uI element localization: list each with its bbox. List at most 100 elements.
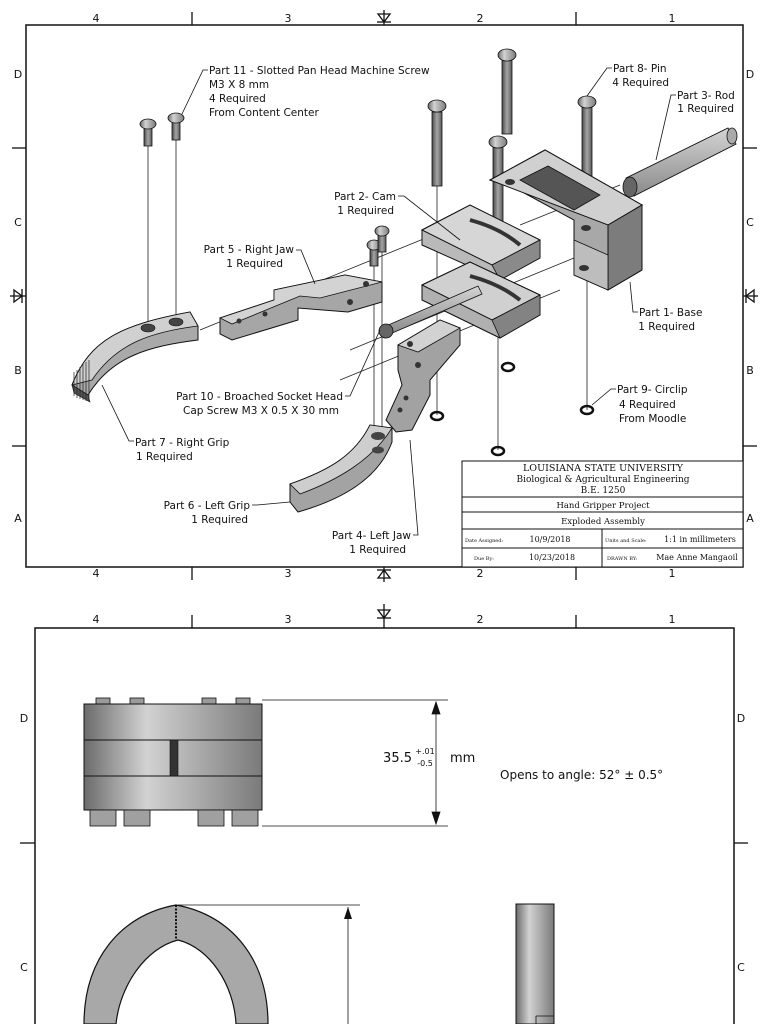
zone-top-2: 2: [477, 12, 484, 25]
sheet-detail-views: 4 3 2 1 D C D C: [20, 604, 748, 1024]
part6-left-grip: [289, 424, 393, 513]
dimension-tol-plus: +.01: [415, 747, 434, 756]
callout-part11-line3: 4 Required: [209, 93, 266, 105]
callout-part10: Part 10 - Broached Socket Head Cap Screw…: [176, 391, 343, 417]
grip-top-view: [83, 904, 360, 1024]
part7-right-grip: [71, 311, 199, 403]
callout-part9-line3: From Moodle: [619, 413, 686, 425]
callout-part11-line2: M3 X 8 mm: [209, 79, 269, 91]
callout-part4-line2: 1 Required: [349, 544, 406, 556]
sheet2-zone-labels: 4 3 2 1 D C D C: [20, 613, 745, 974]
callout-part6-line2: 1 Required: [191, 514, 248, 526]
part10-cap-screw: [378, 285, 483, 339]
sheet1-zone-labels: 4 3 2 1 4 3 2 1 D C B A D C B A: [14, 12, 754, 580]
callout-part1-line1: Part 1- Base: [639, 307, 702, 319]
tb-department: Biological & Agricultural Engineering: [516, 475, 689, 485]
s2-zone-top-3: 3: [285, 613, 292, 626]
callout-part2-line1: Part 2- Cam: [334, 191, 396, 203]
tb-project: Hand Gripper Project: [556, 501, 650, 511]
centering-mark-sheet2: [376, 604, 392, 628]
tb-course: B.E. 1250: [581, 486, 626, 496]
part3-rod: [622, 127, 738, 198]
s2-zone-top-1: 1: [669, 613, 676, 626]
sheet2-zone-ticks: [20, 615, 748, 844]
callout-part8-line2: 4 Required: [612, 77, 669, 89]
sheet1-zone-ticks: [12, 12, 757, 580]
tb-units-label: Units and Scale:: [605, 538, 647, 544]
angle-note: Opens to angle: 52° ± 0.5°: [500, 768, 663, 782]
callout-part10-line2: Cap Screw M3 X 0.5 X 30 mm: [183, 405, 339, 417]
callout-part9-line2: 4 Required: [619, 399, 676, 411]
callout-part8-line1: Part 8- Pin: [613, 63, 667, 75]
zone-left-B: B: [14, 364, 22, 377]
callout-part7: Part 7 - Right Grip 1 Required: [135, 437, 230, 463]
tb-units: 1:1 in millimeters: [664, 535, 736, 544]
tb-date-assigned-label: Date Assigned:: [465, 538, 503, 544]
tb-university: LOUISIANA STATE UNIVERSITY: [523, 463, 684, 474]
part8-pins: [427, 48, 597, 229]
part11-screws: [139, 112, 185, 147]
centering-marks: [10, 10, 758, 582]
callout-part11-line1: Part 11 - Slotted Pan Head Machine Screw: [209, 65, 430, 77]
callout-part9: Part 9- Circlip 4 Required From Moodle: [617, 384, 688, 425]
s2-zone-left-C: C: [20, 961, 28, 974]
tb-drawn-by-label: DRAWN BY:: [607, 556, 638, 562]
callout-part6: Part 6 - Left Grip 1 Required: [164, 500, 251, 526]
dimension-unit: mm: [450, 751, 475, 766]
callout-part2: Part 2- Cam 1 Required: [334, 191, 396, 217]
s2-zone-top-2: 2: [477, 613, 484, 626]
s2-zone-left-D: D: [20, 712, 28, 725]
callout-part11-line4: From Content Center: [209, 107, 319, 119]
callout-part11: Part 11 - Slotted Pan Head Machine Screw…: [209, 65, 430, 119]
callout-part3: Part 3- Rod 1 Required: [677, 90, 735, 115]
zone-right-B: B: [746, 364, 754, 377]
callout-part3-line2: 1 Required: [677, 103, 734, 115]
zone-right-D: D: [746, 68, 754, 81]
s2-zone-right-D: D: [737, 712, 745, 725]
front-view-block: [83, 697, 263, 827]
tb-drawing-title: Exploded Assembly: [561, 517, 645, 527]
callout-part5: Part 5 - Right Jaw 1 Required: [204, 244, 295, 270]
callout-part4: Part 4- Left Jaw 1 Required: [332, 530, 411, 556]
zone-right-C: C: [746, 216, 754, 229]
s2-zone-top-4: 4: [93, 613, 100, 626]
zone-top-3: 3: [285, 12, 292, 25]
part1-base: [488, 149, 643, 291]
zone-bottom-1: 1: [669, 567, 676, 580]
callout-part10-line1: Part 10 - Broached Socket Head: [176, 391, 343, 403]
leader-lines: [101, 67, 676, 536]
zone-top-1: 1: [669, 12, 676, 25]
callout-part8: Part 8- Pin 4 Required: [612, 63, 669, 89]
callout-part5-line1: Part 5 - Right Jaw: [204, 244, 295, 256]
zone-bottom-4: 4: [93, 567, 100, 580]
callout-part7-line2: 1 Required: [136, 451, 193, 463]
tb-due: 10/23/2018: [529, 553, 575, 562]
callout-part7-line1: Part 7 - Right Grip: [135, 437, 230, 449]
part4-left-jaw: [385, 319, 461, 433]
part5-right-jaw: [218, 274, 383, 341]
zone-left-C: C: [14, 216, 22, 229]
callout-part5-line2: 1 Required: [226, 258, 283, 270]
title-block: LOUISIANA STATE UNIVERSITY Biological & …: [461, 460, 744, 568]
tb-drawn-by: Mae Anne Mangaoil: [656, 553, 738, 562]
callout-part2-line2: 1 Required: [337, 205, 394, 217]
s2-zone-right-C: C: [737, 961, 745, 974]
height-dimension: [262, 699, 448, 827]
zone-left-D: D: [14, 68, 22, 81]
dimension-tol-minus: -0.5: [417, 759, 433, 768]
callout-part1-line2: 1 Required: [638, 321, 695, 333]
callout-part4-line1: Part 4- Left Jaw: [332, 530, 411, 542]
tb-due-label: Due By:: [474, 556, 494, 562]
callout-part6-line1: Part 6 - Left Grip: [164, 500, 251, 512]
dimension-value: 35.5: [383, 751, 412, 766]
zone-bottom-2: 2: [477, 567, 484, 580]
callout-part3-line1: Part 3- Rod: [677, 90, 735, 102]
part9-circlips: [429, 361, 595, 457]
jaw-side-view: [515, 903, 555, 1024]
zone-left-A: A: [14, 512, 22, 525]
tb-date-assigned: 10/9/2018: [529, 535, 570, 544]
callout-part1: Part 1- Base 1 Required: [638, 307, 702, 333]
zone-bottom-3: 3: [285, 567, 292, 580]
callout-part9-line1: Part 9- Circlip: [617, 384, 688, 396]
